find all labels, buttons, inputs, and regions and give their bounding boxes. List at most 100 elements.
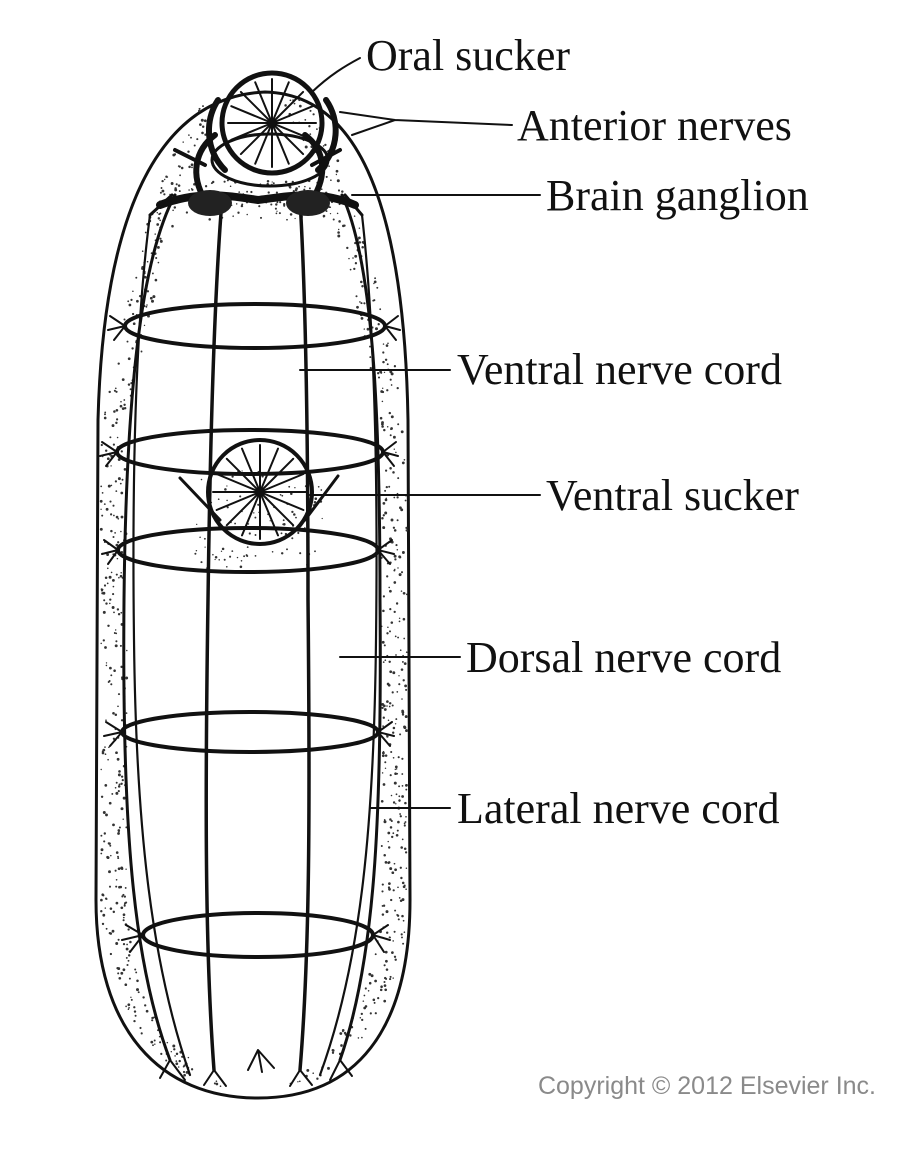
stipple-dot xyxy=(120,400,122,403)
lateral-nerve-cord-right xyxy=(338,193,382,1062)
stipple-dot xyxy=(126,963,129,967)
stipple-dot xyxy=(321,517,323,520)
stipple-dot xyxy=(335,173,338,176)
stipple-dot xyxy=(120,571,122,574)
stipple-dot xyxy=(400,430,404,434)
stipple-dot xyxy=(110,683,113,686)
stipple-dot xyxy=(388,660,391,664)
stipple-dot xyxy=(171,224,174,228)
stipple-dot xyxy=(392,471,395,474)
stipple-dot xyxy=(114,869,117,872)
stipple-dot xyxy=(383,708,387,711)
stipple-dot xyxy=(104,449,108,452)
stipple-dot xyxy=(398,573,402,577)
stipple-dot xyxy=(275,212,278,215)
stipple-dot xyxy=(313,501,317,504)
stipple-dot xyxy=(339,1032,343,1035)
stipple-dot xyxy=(383,964,386,967)
stipple-dot xyxy=(386,735,389,738)
stipple-dot xyxy=(199,536,201,538)
stipple-dot xyxy=(201,131,204,135)
stipple-dot xyxy=(383,820,387,824)
stipple-dot xyxy=(133,1010,137,1013)
sucker-ray xyxy=(239,90,273,124)
stipple-dot xyxy=(390,427,393,430)
stipple-dot xyxy=(397,820,400,824)
stipple-dot xyxy=(392,940,394,942)
stipple-dot xyxy=(116,967,119,970)
stipple-dot xyxy=(304,145,308,149)
transverse-commissures xyxy=(115,302,387,959)
stipple-dot xyxy=(111,792,114,795)
stipple-dot xyxy=(389,774,392,777)
stipple-dot xyxy=(405,688,408,691)
stipple-dot xyxy=(332,218,335,221)
stipple-dot xyxy=(397,477,400,480)
stipple-dot xyxy=(276,210,278,212)
stipple-dot xyxy=(191,166,193,169)
stipple-dot xyxy=(358,241,362,244)
sucker-ray xyxy=(215,491,261,511)
stipple-dot xyxy=(112,443,115,446)
stipple-dot xyxy=(101,592,104,595)
stipple-dot xyxy=(283,204,286,207)
stipple-dot xyxy=(190,1068,194,1071)
stipple-dot xyxy=(363,328,366,330)
stipple-dot xyxy=(151,299,154,303)
stipple-dot xyxy=(127,1003,131,1007)
stipple-dot xyxy=(127,1008,130,1010)
stipple-dot xyxy=(403,637,406,640)
stipple-dot xyxy=(175,1062,179,1066)
stipple-dot xyxy=(108,575,112,579)
stipple-dot xyxy=(396,519,399,522)
stipple-dot xyxy=(390,372,394,376)
stipple-dot xyxy=(343,224,346,227)
stipple-dot xyxy=(391,691,394,694)
sucker-ray xyxy=(259,457,295,493)
stipple-dot xyxy=(215,1080,218,1083)
stipple-dot xyxy=(220,550,223,552)
stipple-dot xyxy=(125,1005,127,1008)
stipple-dot xyxy=(404,801,407,805)
stipple-dot xyxy=(374,1012,377,1015)
stipple-dot xyxy=(257,503,260,506)
stipple-dot xyxy=(115,781,118,784)
stipple-dot xyxy=(396,691,399,693)
stipple-dot xyxy=(383,819,386,821)
stipple-dot xyxy=(398,785,401,788)
stipple-dot xyxy=(115,640,118,643)
stipple-dot xyxy=(389,978,392,981)
stipple-dot xyxy=(226,499,228,502)
stipple-dot xyxy=(395,451,397,454)
stipple-dot xyxy=(121,378,125,381)
stipple-dot xyxy=(145,305,148,308)
stipple-dot xyxy=(394,635,397,638)
stipple-dot xyxy=(173,1048,176,1051)
stipple-dot xyxy=(112,536,115,538)
stipple-dot xyxy=(386,705,388,707)
stipple-dot xyxy=(109,602,111,605)
stipple-dot xyxy=(386,575,389,578)
stipple-dot xyxy=(136,988,139,992)
stipple-dot xyxy=(395,654,397,656)
stipple-dot xyxy=(212,553,214,556)
stipple-dot xyxy=(395,718,398,721)
stipple-dot xyxy=(396,549,399,551)
stipple-dot xyxy=(394,568,396,571)
stipple-dot xyxy=(400,933,403,936)
stipple-dot xyxy=(108,390,111,394)
stipple-dot xyxy=(104,646,107,649)
stipple-dot xyxy=(400,590,403,592)
stipple-dot xyxy=(401,838,404,841)
stipple-dot xyxy=(405,815,407,818)
stipple-dot xyxy=(113,514,115,517)
stipple-dot xyxy=(401,709,404,713)
stipple-dot xyxy=(155,256,158,260)
stipple-dot xyxy=(379,308,382,311)
stipple-dot xyxy=(382,904,386,907)
stipple-dot xyxy=(373,1001,376,1004)
stipple-dot xyxy=(127,383,131,386)
stipple-dot xyxy=(104,746,106,748)
stipple-dot xyxy=(352,257,354,259)
stipple-dot xyxy=(267,191,270,194)
